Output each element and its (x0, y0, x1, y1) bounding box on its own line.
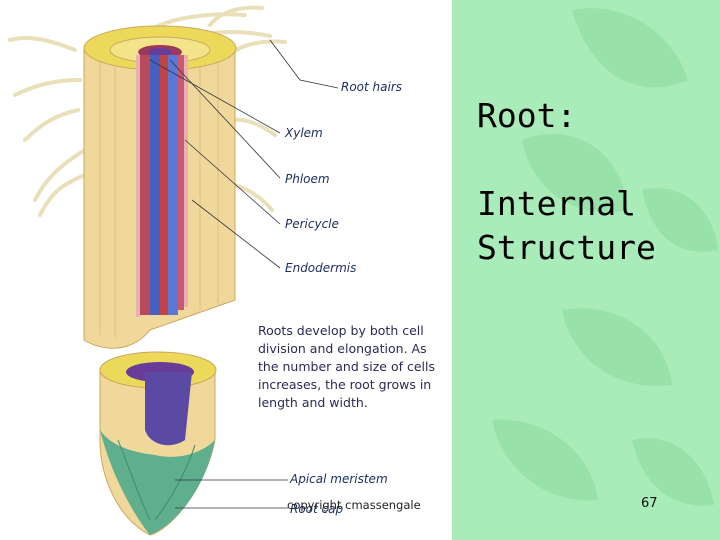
label-root-cap: Root cap (290, 502, 344, 516)
root-cylinder (83, 25, 237, 349)
leaf-shape (632, 438, 714, 506)
diagram-caption: Roots develop by both cell division and … (258, 323, 435, 410)
label-endodermis: Endodermis (285, 261, 357, 275)
root-diagram (8, 5, 339, 536)
label-pericycle: Pericycle (285, 217, 339, 231)
leaf-shape (492, 419, 598, 501)
root-hair-strands (8, 5, 287, 217)
leaf-shape (522, 133, 628, 212)
leader-lines (149, 39, 339, 509)
title-line-3: Structure (477, 228, 656, 267)
title-line-1: Root: (477, 96, 577, 135)
page-number: 67 (641, 496, 658, 511)
slide-title: Root: Internal Structure (477, 94, 707, 270)
title-line-2: Internal (477, 184, 636, 223)
label-apical-meristem: Apical meristem (290, 472, 388, 486)
leaf-background (492, 8, 718, 506)
leaf-shape (572, 8, 688, 88)
root-tip (99, 351, 217, 536)
label-root-hairs: Root hairs (341, 80, 403, 94)
label-phloem: Phloem (285, 172, 330, 186)
copyright-footer: copyright cmassengale (287, 498, 421, 512)
leaf-shape (562, 308, 672, 386)
label-xylem: Xylem (285, 126, 323, 140)
figure-panel: Root hairs Xylem Phloem Pericycle Endode… (0, 0, 452, 540)
leaf-shape (642, 188, 718, 252)
